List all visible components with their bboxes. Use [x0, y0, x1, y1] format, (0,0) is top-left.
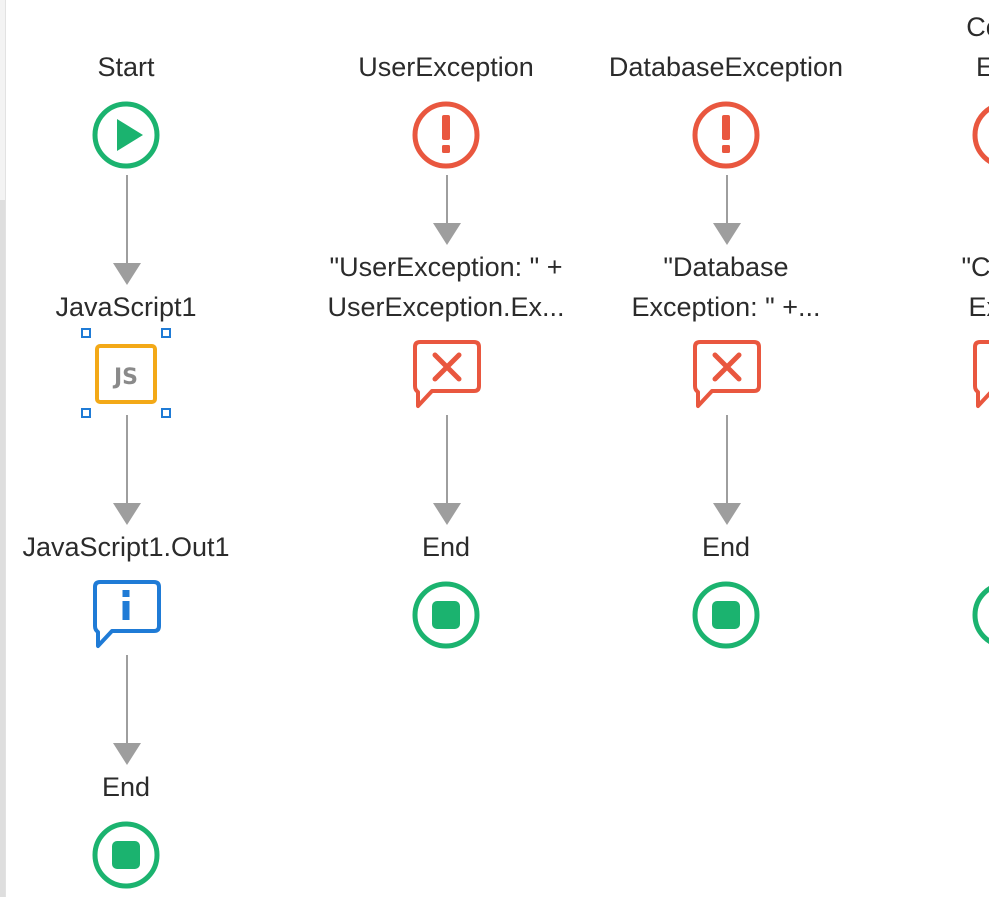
info-message-node[interactable]: [90, 579, 162, 651]
stop-icon: [972, 586, 989, 644]
error-message-node[interactable]: [690, 339, 762, 411]
message-label-line2: Excep: [968, 292, 989, 322]
javascript-icon-text: JS: [113, 365, 139, 390]
selection-handle[interactable]: [161, 408, 171, 418]
end-node-label: End: [421, 532, 471, 562]
end-node-label: E: [886, 527, 989, 567]
exception-handler-node[interactable]: [690, 99, 762, 171]
end-node[interactable]: [410, 579, 482, 651]
error-message-icon: [973, 340, 989, 408]
info-message-icon: [93, 580, 161, 648]
start-node[interactable]: [90, 99, 162, 171]
communication-exception-flow: Comm Exce "Comm Excep E: [886, 0, 989, 897]
exception-node-label: UserException: [358, 52, 534, 82]
message-label-line1: "Database: [663, 252, 789, 282]
database-exception-flow: DatabaseException "Database Exception: "…: [606, 0, 846, 897]
exception-node-label: DatabaseException: [608, 52, 844, 82]
connector-arrow[interactable]: [112, 655, 142, 765]
main-flow: Start JavaScript1 JS JavaScript1.Out1: [6, 0, 246, 897]
message-label-line2: UserException.Ex...: [327, 292, 565, 322]
stop-icon: [412, 581, 480, 649]
connector-arrow[interactable]: [112, 175, 142, 285]
error-message-node[interactable]: [410, 339, 482, 411]
error-message-node[interactable]: [970, 339, 989, 411]
message-label-line2: Exception: " +...: [631, 292, 821, 322]
error-message-icon: [413, 340, 481, 408]
stop-icon: [92, 821, 160, 889]
message-node-label: JavaScript1.Out1: [22, 532, 230, 562]
selection-handle[interactable]: [161, 328, 171, 338]
error-message-icon: [693, 340, 761, 408]
exception-icon: [412, 101, 480, 169]
play-icon: [92, 101, 160, 169]
end-node[interactable]: [690, 579, 762, 651]
user-exception-flow: UserException "UserException: " + UserEx…: [326, 0, 566, 897]
end-node[interactable]: [90, 819, 162, 891]
selection-handle[interactable]: [81, 328, 91, 338]
scrollbar-thumb[interactable]: [0, 200, 5, 897]
connector-arrow[interactable]: [712, 415, 742, 525]
exception-handler-node[interactable]: [970, 99, 989, 171]
connector-arrow[interactable]: [712, 175, 742, 245]
javascript-action-node[interactable]: JS: [90, 339, 162, 411]
end-node[interactable]: [970, 579, 989, 651]
exception-handler-node[interactable]: [410, 99, 482, 171]
connector-arrow[interactable]: [432, 175, 462, 245]
connector-arrow[interactable]: [112, 415, 142, 525]
exception-node-label-line1: Comm: [966, 12, 989, 42]
connector-arrow[interactable]: [432, 415, 462, 525]
javascript-icon: [95, 344, 157, 404]
message-label-line1: "UserException: " +: [329, 252, 563, 282]
canvas-scrollbar[interactable]: [0, 0, 6, 897]
start-node-label: Start: [97, 52, 155, 82]
message-label-line1: "Comm: [961, 252, 989, 282]
javascript-action-label: JavaScript1: [55, 292, 197, 322]
selection-handle[interactable]: [81, 408, 91, 418]
exception-icon: [692, 101, 760, 169]
end-node-label: End: [701, 532, 751, 562]
exception-node-label-line2: Exce: [975, 52, 989, 82]
end-node-label: End: [101, 772, 151, 802]
exception-icon: [972, 106, 989, 164]
stop-icon: [692, 581, 760, 649]
